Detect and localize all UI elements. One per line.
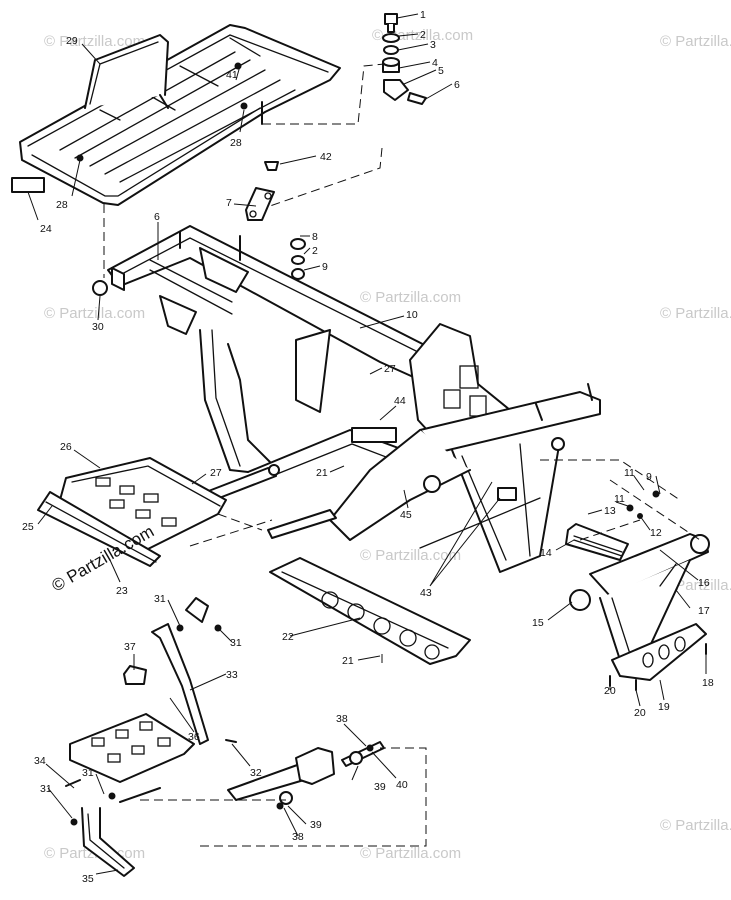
callout-label: 18 — [702, 677, 714, 689]
callout-label: 43 — [420, 587, 432, 599]
callout-label: 33 — [226, 669, 238, 681]
callout-label: 40 — [396, 779, 408, 791]
callout-label: 35 — [82, 873, 94, 885]
callout-label: 27 — [384, 363, 396, 375]
washer-stack — [290, 238, 306, 280]
callout-label: 31 — [154, 593, 166, 605]
rear-rack — [11, 24, 341, 206]
callout-label: 41 — [226, 69, 238, 81]
callout-label: 28 — [56, 199, 68, 211]
callout-label: 7 — [226, 197, 232, 209]
shift-pedal-assembly — [227, 741, 385, 810]
callout-label: 6 — [154, 211, 160, 223]
callout-labels: 1 2 3 4 5 6 28 29 41 24 28 42 7 6 8 2 9 … — [22, 9, 714, 885]
main-frame — [107, 225, 601, 573]
callout-label: 25 — [22, 521, 34, 533]
callout-label: 45 — [400, 509, 412, 521]
callout-label: 21 — [316, 467, 328, 479]
callout-label: 42 — [320, 151, 332, 163]
callout-label: 22 — [282, 631, 294, 643]
callout-label: 39 — [310, 819, 322, 831]
callout-label: 16 — [698, 577, 710, 589]
callout-label: 9 — [322, 261, 328, 273]
callout-label: 17 — [698, 605, 710, 617]
callout-label: 6 — [454, 79, 460, 91]
callout-label: 9 — [646, 471, 652, 483]
left-footrest — [37, 457, 227, 567]
callout-label: 32 — [250, 767, 262, 779]
rack-bracket — [245, 161, 279, 221]
callout-label: 26 — [60, 441, 72, 453]
callout-label: 19 — [658, 701, 670, 713]
callout-label: 3 — [430, 39, 436, 51]
callout-label: 15 — [532, 617, 544, 629]
callout-label: 5 — [438, 65, 444, 77]
callout-label: 2 — [312, 245, 318, 257]
callout-label: 37 — [124, 641, 136, 653]
callout-label: 27 — [210, 467, 222, 479]
watermark: © Partzilla.com — [360, 845, 461, 862]
callout-label: 21 — [342, 655, 354, 667]
reference-lines — [103, 63, 701, 847]
callout-label: 13 — [604, 505, 616, 517]
callout-label: 31 — [82, 767, 94, 779]
callout-label: 36 — [188, 731, 200, 743]
callout-label: 2 — [420, 29, 426, 41]
callout-label: 8 — [312, 231, 318, 243]
callout-label: 38 — [292, 831, 304, 843]
callout-label: 20 — [634, 707, 646, 719]
callout-label: 12 — [650, 527, 662, 539]
watermark: © Partzilla.com — [360, 289, 461, 306]
callout-label: 1 — [420, 9, 426, 21]
callout-label: 31 — [230, 637, 242, 649]
callout-label: 24 — [40, 223, 52, 235]
bolt-stack — [382, 13, 427, 105]
watermark: © Partzilla.com — [44, 33, 145, 50]
rack-bushing — [92, 280, 108, 296]
callout-label: 23 — [116, 585, 128, 597]
watermark: © Partzilla.com — [660, 33, 731, 50]
watermark: © Partzilla.com — [360, 547, 461, 564]
skid-plate — [269, 557, 471, 665]
callout-label: 11 — [624, 467, 635, 479]
callout-label: 29 — [66, 35, 78, 47]
callout-label: 34 — [34, 755, 46, 767]
watermark: © Partzilla.com — [660, 305, 731, 322]
leader-lines — [27, 13, 707, 875]
callout-label: 39 — [374, 781, 386, 793]
callout-label: 4 — [432, 57, 438, 69]
callout-label: 20 — [604, 685, 616, 697]
callout-label: 30 — [92, 321, 104, 333]
callout-label: 14 — [540, 547, 552, 559]
watermark: © Partzilla.com — [660, 817, 731, 834]
callout-label: 10 — [406, 309, 418, 321]
watermark: © Partzilla.com — [44, 305, 145, 322]
right-footpeg-assembly — [565, 490, 710, 691]
callout-label: 44 — [394, 395, 406, 407]
callout-label: 38 — [336, 713, 348, 725]
callout-label: 28 — [230, 137, 242, 149]
callout-label: 11 — [614, 493, 625, 505]
callout-label: 31 — [40, 783, 52, 795]
brake-pedal-assembly — [65, 597, 237, 877]
